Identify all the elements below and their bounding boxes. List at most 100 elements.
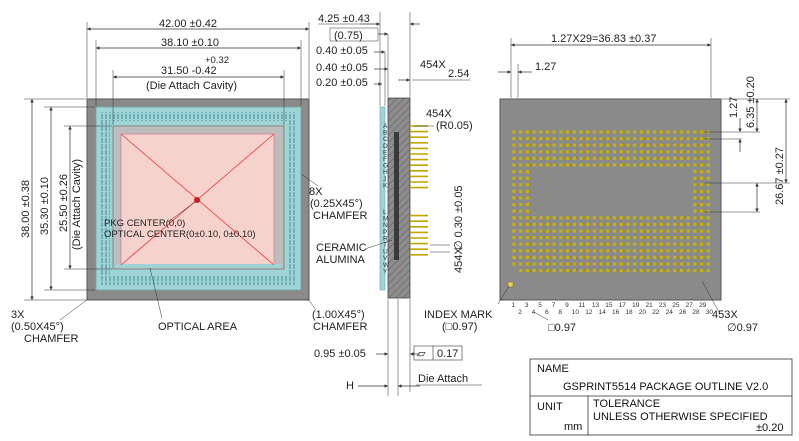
bottom-view: 1234567891011121314151617181920212223242… (424, 33, 790, 334)
dim-cavity-label: (Die Attach Cavity) (146, 80, 237, 92)
pad (592, 163, 596, 167)
tolerance-label: TOLERANCE (593, 398, 660, 410)
pad (592, 222, 596, 226)
dim-pin-dia-count: 454X (453, 247, 465, 273)
column-number: 20 (639, 309, 647, 316)
pad (519, 209, 523, 213)
pad (525, 269, 529, 273)
pad (606, 236, 610, 240)
pad (693, 203, 697, 207)
pad (693, 209, 697, 213)
pad (579, 163, 583, 167)
pad (566, 222, 570, 226)
pad (653, 242, 657, 246)
pad (566, 249, 570, 253)
pad (633, 262, 637, 266)
pad (586, 236, 590, 240)
pad (552, 143, 556, 147)
pad (572, 222, 576, 226)
dim-pin-dia-value: ∅ 0.30 ±0.05 (453, 185, 465, 250)
pad (679, 143, 684, 147)
pad (539, 143, 543, 147)
pad (612, 236, 617, 240)
pad (539, 130, 543, 134)
pad (559, 163, 563, 167)
pad (599, 163, 603, 167)
pad (512, 130, 516, 134)
pad (539, 163, 543, 167)
index-mark (507, 281, 514, 288)
front-view: PKG CENTER(0,0) OPTICAL CENTER(0±0.10, 0… (11, 18, 367, 345)
pad (626, 137, 630, 141)
pad (512, 176, 516, 180)
pad (633, 130, 637, 134)
pad (519, 163, 523, 167)
pad (572, 229, 576, 233)
pad (706, 216, 710, 220)
pad (532, 156, 536, 160)
pad (706, 249, 710, 253)
dim-height-inner: 35.30 ±0.10 (39, 177, 51, 235)
pad (525, 229, 529, 233)
column-number: 12 (585, 309, 593, 316)
dim-2667: 26.67 ±0.27 (774, 147, 786, 205)
pad (566, 156, 570, 160)
alumina-label: ALUMINA (316, 254, 366, 266)
pad (545, 255, 550, 259)
pad (552, 130, 556, 134)
pad (686, 255, 690, 259)
pad (706, 242, 710, 246)
pkg-center-label: PKG CENTER(0,0) (104, 218, 185, 229)
pad (693, 236, 697, 240)
pad (525, 170, 529, 174)
pad (639, 269, 643, 273)
pad (545, 262, 550, 266)
column-number: 21 (646, 302, 654, 309)
pad (579, 249, 583, 253)
pad (532, 150, 536, 154)
pad (592, 242, 596, 246)
column-number: 26 (679, 309, 687, 316)
pad (686, 262, 690, 266)
pad (579, 262, 583, 266)
pad (646, 216, 650, 220)
pad (559, 137, 563, 141)
pad (673, 249, 677, 253)
dim-cavity-tol-upper: +0.32 (205, 55, 229, 66)
pad (572, 137, 576, 141)
pad (700, 203, 704, 207)
pad (572, 242, 576, 246)
pad (612, 269, 617, 273)
pad (693, 189, 697, 193)
pad (519, 229, 523, 233)
pad (592, 269, 596, 273)
pad (646, 137, 650, 141)
pad (566, 262, 570, 266)
pad (619, 255, 623, 259)
pad (586, 262, 590, 266)
pad (599, 249, 603, 253)
pad (572, 143, 576, 147)
row-letter: G (383, 163, 388, 170)
pad (512, 150, 516, 154)
pad (673, 216, 677, 220)
pad (653, 163, 657, 167)
pad (673, 130, 677, 134)
pad (626, 269, 630, 273)
pad (706, 183, 710, 187)
pad (586, 156, 590, 160)
optical-center-label: OPTICAL CENTER(0±0.10, 0±0.10) (104, 229, 256, 240)
pad (519, 137, 523, 141)
pad (592, 130, 596, 134)
pad (539, 236, 543, 240)
dim-127-v: 1.27 (728, 97, 740, 118)
pad (572, 249, 576, 253)
pad (693, 150, 697, 154)
pad (659, 156, 663, 160)
pad (659, 236, 663, 240)
pad (700, 137, 704, 141)
pad (512, 170, 516, 174)
pad (592, 137, 596, 141)
pad (700, 269, 704, 273)
pad (612, 249, 617, 253)
